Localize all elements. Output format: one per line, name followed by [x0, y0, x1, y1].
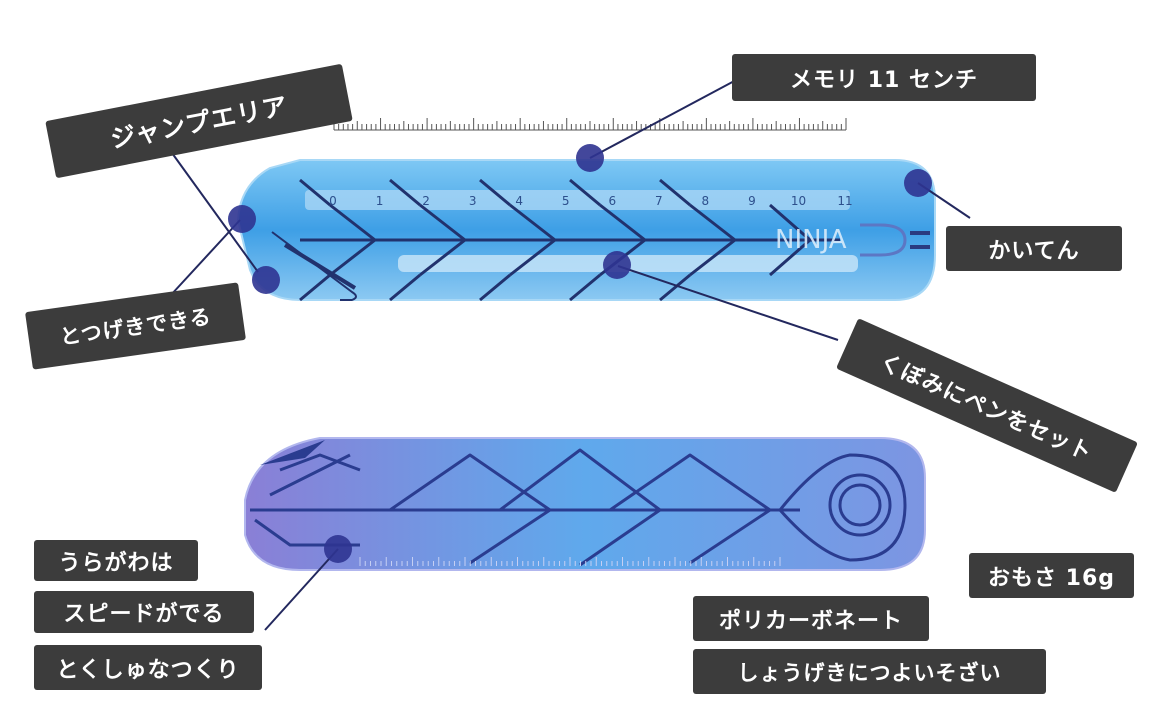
marker-scale	[576, 144, 604, 172]
label-back-1: うらがわは	[34, 540, 198, 581]
bottom-ruler	[244, 437, 926, 571]
scale-number: 7	[655, 194, 663, 208]
scale-number: 2	[422, 194, 430, 208]
marker-back-side	[324, 535, 352, 563]
top-ruler: 0 1 2 3 4 5 6 7 8 9 10 11 NINJA	[236, 159, 936, 302]
scale-number: 8	[702, 194, 710, 208]
label-back-2: スピードがでる	[34, 591, 254, 633]
scale-number: 10	[791, 194, 806, 208]
scale-number: 11	[837, 194, 852, 208]
scale-number: 6	[608, 194, 616, 208]
marker-jump-area	[228, 205, 256, 233]
label-material-2: しょうげきにつよいそざい	[693, 649, 1046, 694]
scale-number: 5	[562, 194, 570, 208]
marker-sliding-edge	[252, 266, 280, 294]
label-weight: おもさ 16g	[969, 553, 1134, 598]
scale-number: 3	[469, 194, 477, 208]
scale-number: 0	[329, 194, 337, 208]
label-rotate: かいてん	[946, 226, 1122, 271]
label-material-1: ポリカーボネート	[693, 596, 929, 641]
label-back-3: とくしゅなつくり	[34, 645, 262, 690]
scale-ticks	[333, 118, 847, 131]
marker-rotate	[904, 169, 932, 197]
scale-number: 4	[515, 194, 523, 208]
marker-pen-groove	[603, 251, 631, 279]
scale-number: 9	[748, 194, 756, 208]
ninja-logo: NINJA	[775, 225, 847, 255]
scale-number: 1	[376, 194, 384, 208]
label-scale-11cm: メモリ 11 センチ	[732, 54, 1036, 101]
leader-lines	[169, 78, 971, 631]
